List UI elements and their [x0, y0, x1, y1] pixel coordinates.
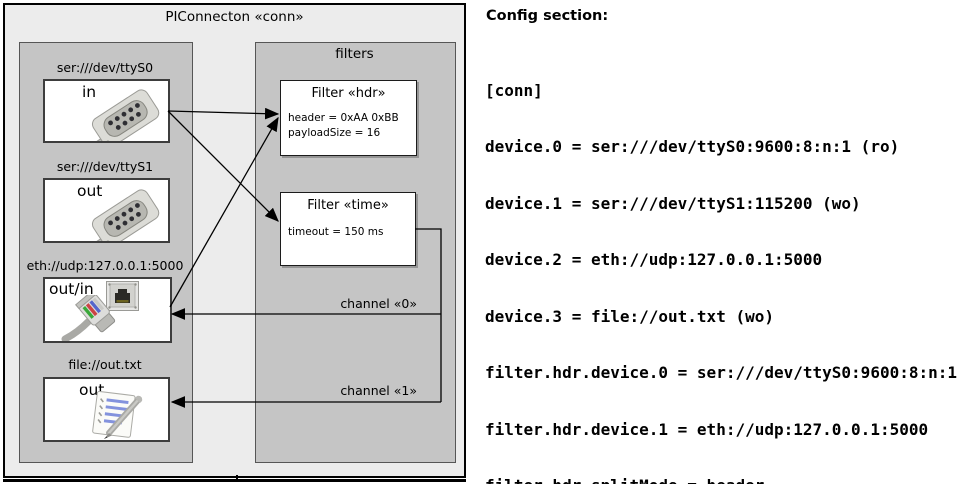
device-label-file: file://out.txt — [68, 357, 142, 372]
config-line: filter.hdr.device.1 = eth://udp:127.0.0.… — [485, 419, 929, 439]
ethernet-plug-icon — [61, 295, 116, 341]
ethernet-jack-icon — [106, 281, 139, 311]
device-box-ttys0: in — [43, 79, 170, 143]
config-line: device.2 = eth://udp:127.0.0.1:5000 — [485, 250, 823, 270]
device-box-file: out — [43, 377, 170, 442]
channel-0-label: channel «0» — [340, 296, 417, 311]
serial-connector-icon — [91, 89, 160, 141]
port-label: out/in — [49, 280, 94, 298]
config-block: [conn] device.0 = ser:///dev/ttyS0:9600:… — [485, 44, 964, 484]
port-label: in — [82, 83, 97, 101]
filter-hdr-attr-payload: payloadSize = 16 — [288, 127, 381, 139]
channel-1-label: channel «1» — [340, 383, 417, 398]
device-label-ttys0: ser:///dev/ttyS0 — [56, 60, 154, 75]
notepad-pencil-icon — [92, 391, 143, 439]
config-line: filter.hdr.splitMode = header — [485, 477, 964, 484]
device-label-ttys1: ser:///dev/ttyS1 — [56, 159, 154, 174]
config-line: device.0 = ser:///dev/ttyS0:9600:8:n:1 (… — [485, 137, 900, 157]
config-heading: Config section: — [486, 8, 609, 24]
filters-panel-label: filters — [335, 46, 374, 62]
port-label: out — [77, 182, 103, 200]
filter-time-box: Filter «time» timeout = 150 ms — [280, 192, 416, 266]
filter-time-title: Filter «time» — [307, 198, 389, 213]
device-box-eth: out/in — [43, 277, 172, 343]
frame-bottom-tick — [236, 475, 238, 481]
filter-hdr-title: Filter «hdr» — [311, 86, 386, 101]
config-line: device.1 = ser:///dev/ttyS1:115200 (wo) — [485, 193, 861, 213]
serial-connector-icon — [91, 189, 160, 241]
device-box-ttys1: out — [43, 178, 170, 243]
config-line: [conn] — [485, 80, 543, 100]
frame-bottom-line — [3, 479, 466, 482]
config-line: filter.hdr.device.0 = ser:///dev/ttyS0:9… — [485, 363, 958, 383]
device-label-eth: eth://udp:127.0.0.1:5000 — [26, 258, 184, 273]
config-line: device.3 = file://out.txt (wo) — [485, 306, 774, 326]
filter-time-attr-timeout: timeout = 150 ms — [288, 226, 384, 238]
diagram-title: PIConnecton «conn» — [165, 9, 304, 25]
filter-hdr-attr-header: header = 0xAA 0xBB — [288, 112, 399, 124]
filter-hdr-box: Filter «hdr» header = 0xAA 0xBB payloadS… — [280, 80, 417, 156]
